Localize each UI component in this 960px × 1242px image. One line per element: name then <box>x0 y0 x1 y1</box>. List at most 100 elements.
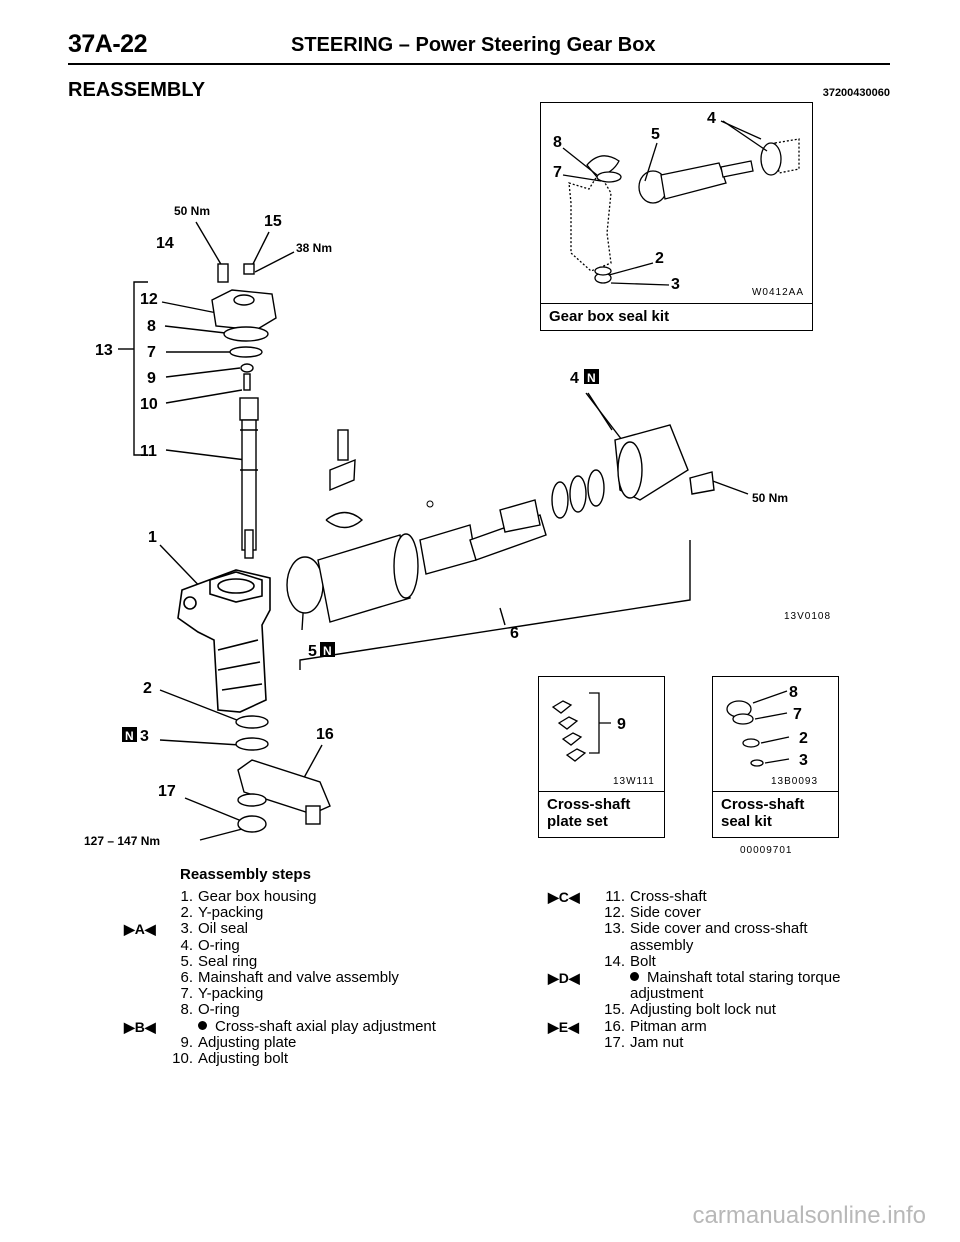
svg-text:N: N <box>125 729 134 743</box>
cs-seal-kit-caption-line2: seal kit <box>721 813 772 830</box>
step-text: Bolt <box>630 952 656 970</box>
torque-bolt-14: 50 Nm <box>174 204 211 218</box>
step-item: 5. Seal ring <box>180 952 258 970</box>
step-number: 12. <box>604 904 625 922</box>
step-text: Seal ring <box>198 952 258 970</box>
step-item: 15.Adjusting bolt lock nut <box>604 1002 776 1018</box>
cross-shaft <box>239 397 259 559</box>
gear-box-housing <box>177 569 271 713</box>
exploded-diagram: 15 14 12 8 13 7 9 10 11 1 2 3 16 17 4 5 … <box>95 213 749 841</box>
step-item: 16.Pitman arm <box>604 1017 707 1035</box>
callout-17: 17 <box>158 783 176 800</box>
step-item: 4.O-ring <box>180 937 239 954</box>
seal-kit-callout-4: 4 <box>707 110 716 127</box>
callout-12: 12 <box>140 291 158 308</box>
step-number: 7. <box>180 985 193 1003</box>
step-text: adjustment <box>630 985 704 1003</box>
gear-box-seal-kit-drawing: 8 5 4 7 2 3 <box>553 110 800 293</box>
inset-cross-shaft-plate-set: 9 13W111 Cross-shaft plate set <box>538 676 665 838</box>
plate-set-caption-line2: plate set <box>547 813 608 830</box>
plate-set-caption-line1: Cross-shaft <box>547 796 631 813</box>
cs-seal-kit-caption-line1: Cross-shaft <box>721 796 805 813</box>
plate-set-caption: Cross-shaft plate set <box>539 791 664 834</box>
step-text: Side cover and cross-shaft <box>630 920 808 938</box>
seal-kit-callout-8: 8 <box>553 134 562 151</box>
step-number: 8. <box>180 1001 193 1019</box>
callout-6: 6 <box>510 625 519 642</box>
watermark: carmanualsonline.info <box>692 1202 926 1229</box>
step-text: Mainshaft total staring torque <box>647 969 841 986</box>
callout-7: 7 <box>147 344 156 361</box>
callout-16: 16 <box>316 726 334 743</box>
step-item: 2.Y-packing <box>180 904 264 922</box>
side-cover <box>211 263 277 391</box>
callout-10: 10 <box>140 396 158 413</box>
step-text: Adjusting plate <box>198 1033 297 1051</box>
step-text: Y-packing <box>198 904 264 922</box>
step-text: Side cover <box>630 904 701 922</box>
callout-8: 8 <box>147 318 156 335</box>
cs-seal-kit-caption: Cross-shaft seal kit <box>713 791 838 834</box>
page-number: 37A-22 <box>68 30 148 58</box>
step-text: Cross-shaft <box>630 888 707 905</box>
figure-code-bottom: 00009701 <box>740 845 793 856</box>
torque-housing-bolt: 50 Nm <box>752 491 789 505</box>
step-item: 3.Oil seal <box>180 921 248 937</box>
new-part-badges: N N N <box>122 369 599 743</box>
service-point-mark: ▶D◀ <box>548 970 580 986</box>
service-point-mark: ▶E◀ <box>548 1018 579 1035</box>
bullet-icon <box>630 972 639 981</box>
cs-seal-callout-7: 7 <box>793 706 802 723</box>
callout-1: 1 <box>148 529 157 546</box>
callout-3: 3 <box>140 728 149 745</box>
seal-kit-callout-5: 5 <box>651 126 660 143</box>
callout-15: 15 <box>264 213 282 230</box>
plate-set-drawing: 9 <box>551 692 626 762</box>
section-code: 37200430060 <box>822 87 890 99</box>
pitman-arm <box>235 715 331 833</box>
callout-14: 14 <box>156 235 174 252</box>
step-item: 10.Adjusting bolt <box>172 1050 289 1067</box>
step-number: 9. <box>180 1033 193 1051</box>
step-text: O-ring <box>198 1001 240 1019</box>
header-rule <box>68 63 890 65</box>
step-number: 3. <box>180 920 193 938</box>
cs-seal-callout-8: 8 <box>789 684 798 701</box>
steps-title: Reassembly steps <box>180 866 311 883</box>
bullet-icon <box>198 1020 207 1030</box>
figure-code-plate-set: 13W111 <box>613 776 655 787</box>
step-item: Mainshaft total staring torque <box>630 970 840 986</box>
inset-cross-shaft-seal-kit: 8 7 2 3 13B0093 Cross-shaft seal kit <box>712 676 839 838</box>
svg-text:N: N <box>587 371 596 385</box>
step-number: 13. <box>604 920 625 938</box>
step-item: 9. Adjusting plate <box>180 1033 297 1051</box>
step-number: 14. <box>604 952 625 970</box>
step-text: Jam nut <box>630 1033 684 1051</box>
step-number: 5. <box>180 952 193 970</box>
step-item: 17.Jam nut <box>604 1033 684 1051</box>
step-item: assembly <box>630 936 694 954</box>
page-title: STEERING – Power Steering Gear Box <box>291 34 656 56</box>
step-text: Cross-shaft axial play adjustment <box>215 1017 436 1035</box>
torque-jam-nut: 127 – 147 Nm <box>84 834 161 848</box>
step-item: 11.Cross-shaft <box>605 888 707 905</box>
step-item: 7.Y-packing <box>180 986 263 1002</box>
step-text: Pitman arm <box>630 1017 707 1035</box>
callout-9: 9 <box>147 370 156 387</box>
step-item: 12. Side cover <box>604 904 701 922</box>
step-item: 14. Bolt <box>604 952 656 970</box>
svg-text:N: N <box>323 644 332 658</box>
seal-kit-callout-7: 7 <box>553 164 562 181</box>
step-number: 1. <box>180 888 193 905</box>
callout-4: 4 <box>570 370 579 387</box>
step-number: 6. <box>180 969 193 986</box>
cs-seal-callout-3: 3 <box>799 752 808 769</box>
torque-nut-15: 38 Nm <box>296 241 333 255</box>
figure-code-main: 13V0108 <box>784 611 832 622</box>
step-text: assembly <box>630 936 694 954</box>
step-item: Cross-shaft axial play adjustment <box>198 1017 436 1035</box>
inset-gear-box-seal-kit: 8 5 4 7 2 3 W0412AA Gear box seal kit <box>540 102 813 331</box>
step-number: 4. <box>180 936 193 954</box>
step-text: Adjusting bolt <box>198 1050 289 1067</box>
seal-kit-callout-2: 2 <box>655 250 664 267</box>
